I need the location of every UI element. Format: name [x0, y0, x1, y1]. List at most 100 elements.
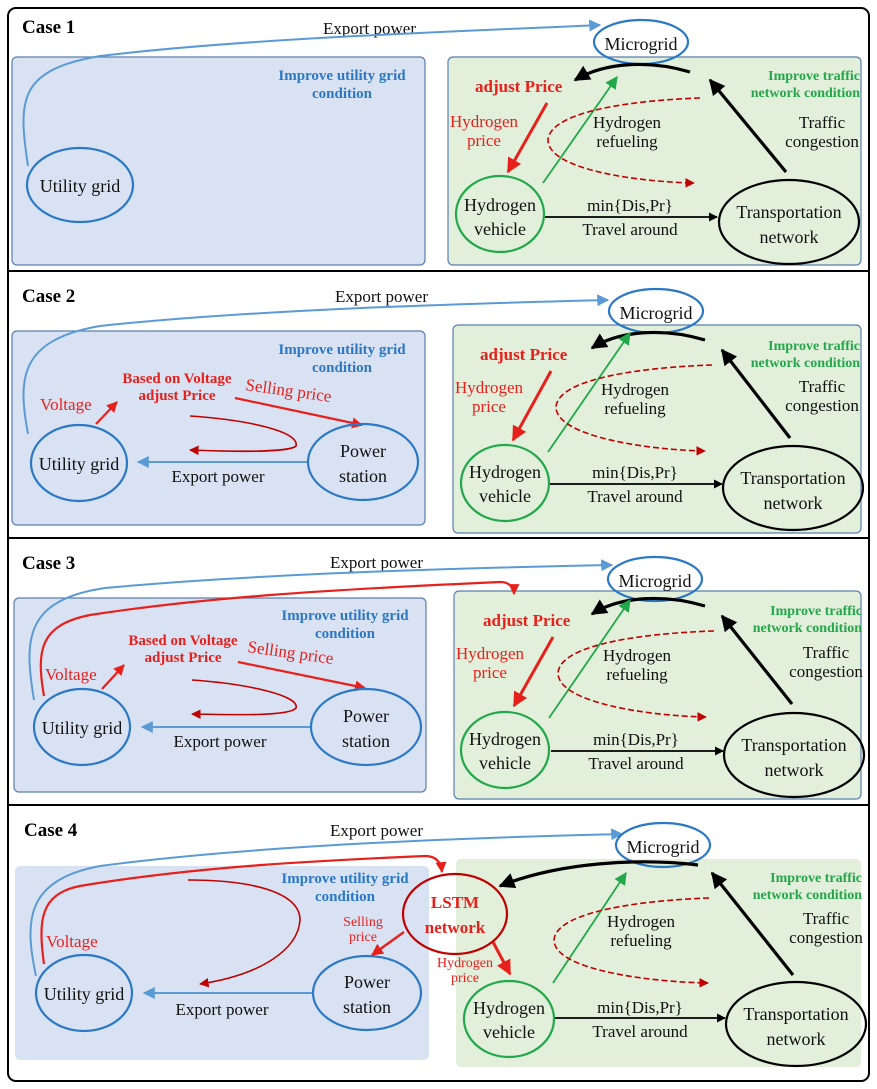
traffic-panel-title: Improve traffic [770, 604, 862, 619]
utility-panel-title: Improve utility grid [281, 871, 409, 887]
traffic-network-panel [452, 324, 862, 534]
case-title: Case 1 [22, 17, 75, 38]
adjust-price-label: adjust Price [483, 611, 571, 630]
traffic-panel-title: network condition [751, 356, 861, 371]
transportation-network-label: Transportation [736, 202, 841, 222]
case-title: Case 4 [24, 820, 78, 841]
utility-panel-title: condition [312, 86, 373, 102]
traffic-congestion-arrow [720, 348, 792, 439]
hydrogen-refueling-label: Hydrogen [593, 113, 661, 132]
transportation-network-node [717, 178, 861, 266]
selling-price-label: price [349, 930, 377, 945]
traffic-panel-title: Improve traffic [770, 871, 862, 886]
min-dis-pr-label: min{Dis,Pr} [592, 463, 678, 482]
hydrogen-vehicle-node [459, 710, 551, 790]
price-signal-arrow [590, 330, 706, 350]
transportation-network-node [722, 711, 866, 799]
based-on-voltage-label: Based on Voltage [128, 633, 238, 649]
voltage-label: Voltage [46, 932, 98, 951]
utility-grid-panel [11, 330, 426, 526]
adjust-price-label: adjust Price [138, 388, 215, 404]
feedback-loop-arrow [189, 415, 297, 456]
case-3: Case 3 Improve utility grid condition Ex… [13, 553, 866, 800]
power-station-node [309, 687, 423, 767]
microgrid-label: Microgrid [620, 303, 693, 323]
traffic-congestion-label: Traffic [803, 909, 850, 928]
outer-frame [7, 7, 870, 1082]
utility-grid-label: Utility grid [42, 718, 123, 738]
travel-around-label: Travel around [587, 487, 683, 506]
export-power-label: Export power [335, 287, 428, 306]
power-station-label: Power [344, 972, 390, 992]
case-2: Case 2 Improve utility grid condition Ex… [11, 286, 865, 534]
hydrogen-refueling-arrow [548, 598, 631, 719]
export-power-label: Export power [173, 732, 266, 751]
case-title: Case 2 [22, 286, 75, 307]
microgrid-node [614, 821, 712, 869]
export-power-label: Export power [323, 19, 416, 38]
traffic-congestion-label: Traffic [799, 377, 846, 396]
feedback-loop-arrow [187, 879, 301, 988]
hydrogen-price-label: price [467, 131, 501, 150]
traffic-panel-title: network condition [753, 621, 863, 636]
traffic-network-panel [456, 859, 861, 1067]
power-station-node [306, 422, 420, 502]
hydrogen-vehicle-node [459, 443, 551, 523]
price-signal-arrow [590, 596, 706, 616]
transportation-network-label: network [760, 227, 819, 247]
hydrogen-vehicle-label: vehicle [479, 486, 531, 506]
utility-grid-label: Utility grid [40, 176, 121, 196]
lstm-network-label: LSTM [431, 893, 479, 912]
based-on-voltage-label: Based on Voltage [122, 371, 232, 387]
adjust-price-label: adjust Price [480, 345, 568, 364]
traffic-panel-title: Improve traffic [768, 339, 860, 354]
traffic-congestion-arrow [710, 871, 795, 976]
utility-grid-panel [13, 597, 427, 793]
hydrogen-vehicle-label: Hydrogen [473, 998, 545, 1018]
traffic-network-panel [453, 590, 862, 800]
power-station-label: station [342, 731, 390, 751]
utility-grid-label: Utility grid [39, 454, 120, 474]
power-station-label: Power [340, 441, 386, 461]
traffic-congestion-arrow [720, 614, 794, 705]
hydrogen-refueling-label: Hydrogen [603, 646, 671, 665]
utility-grid-node [34, 953, 134, 1033]
utility-panel-title: Improve utility grid [278, 342, 406, 358]
hydrogen-price-label: Hydrogen [455, 378, 523, 397]
voltage-label: Voltage [45, 665, 97, 684]
price-signal-arrow [573, 62, 691, 82]
adjust-price-label: adjust Price [144, 650, 221, 666]
hydrogen-vehicle-node [454, 174, 546, 254]
traffic-congestion-label: congestion [789, 928, 863, 947]
hydrogen-refueling-label: Hydrogen [601, 380, 669, 399]
power-station-node [311, 954, 423, 1032]
export-power-label: Export power [171, 467, 264, 486]
export-power-label: Export power [330, 821, 423, 840]
traffic-congestion-label: congestion [785, 396, 859, 415]
travel-around-label: Travel around [582, 220, 678, 239]
hydrogen-price-label: Hydrogen [456, 644, 524, 663]
hydrogen-vehicle-label: vehicle [474, 219, 526, 239]
microgrid-label: Microgrid [605, 34, 678, 54]
hydrogen-price-arrow [491, 941, 512, 976]
case-1: Case 1 Improve utility grid condition Ex… [11, 17, 862, 266]
feedback-loop-arrow [557, 630, 715, 722]
hydrogen-refueling-arrow [542, 75, 618, 184]
voltage-label: Voltage [40, 395, 92, 414]
utility-grid-label: Utility grid [44, 984, 125, 1004]
transportation-network-label: Transportation [741, 735, 846, 755]
hydrogen-refueling-label: refueling [596, 132, 658, 151]
transportation-network-label: network [767, 1029, 826, 1049]
hydrogen-refueling-arrow [547, 331, 631, 453]
hydrogen-vehicle-label: vehicle [479, 753, 531, 773]
traffic-panel-title: network condition [753, 888, 863, 903]
travel-around-label: Travel around [592, 1022, 688, 1041]
transportation-network-label: Transportation [743, 1004, 848, 1024]
hydrogen-price-arrow [506, 102, 549, 174]
hydrogen-price-label: Hydrogen [450, 112, 518, 131]
utility-panel-title: condition [315, 889, 376, 905]
selling-price-arrow [371, 931, 405, 956]
min-dis-pr-label: min{Dis,Pr} [587, 196, 673, 215]
hydrogen-vehicle-label: Hydrogen [469, 729, 541, 749]
microgrid-label: Microgrid [619, 571, 692, 591]
